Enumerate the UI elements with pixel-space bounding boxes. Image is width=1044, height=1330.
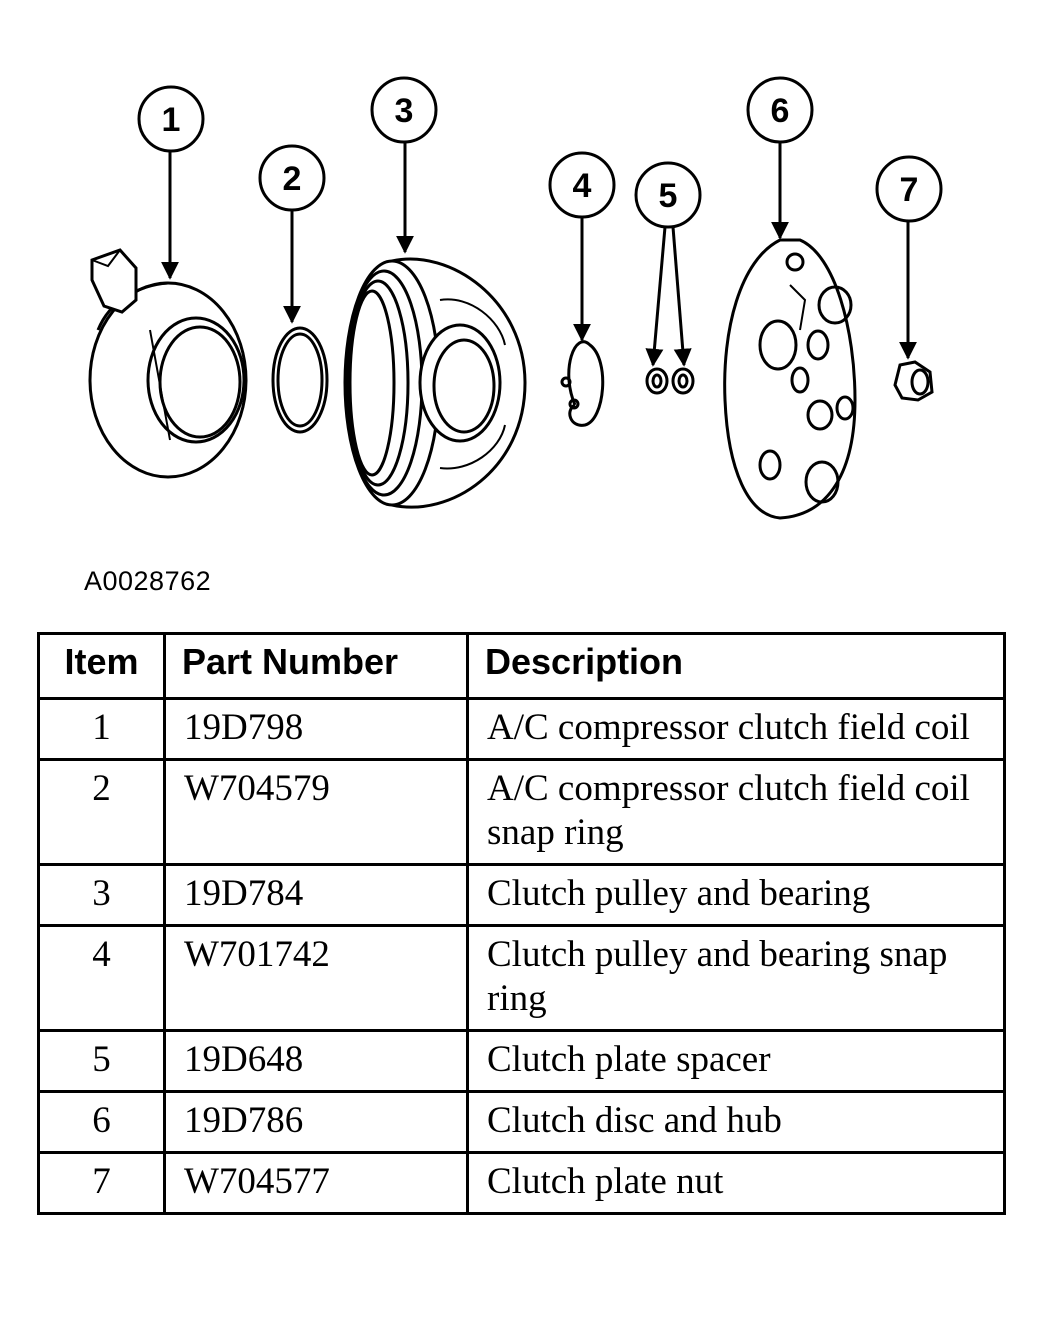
callout-2-label: 2 (283, 160, 302, 198)
table-row: 4 W701742 Clutch pulley and bearing snap… (37, 924, 1006, 1032)
table-row: 2 W704579 A/C compressor clutch field co… (37, 758, 1006, 866)
item-cell: 2 (37, 758, 166, 866)
callout-6-circle (746, 76, 814, 144)
description-cell: A/C compressor clutch field coil (466, 697, 1006, 761)
description-cell: Clutch pulley and bearing snap ring (466, 924, 1006, 1032)
table-row: 7 W704577 Clutch plate nut (37, 1151, 1006, 1215)
part-number-cell: 19D784 (163, 863, 469, 927)
callout-5-arrow-right (671, 226, 692, 367)
clutch-plate-nut-part (893, 360, 934, 402)
description-cell: A/C compressor clutch field coil snap ri… (466, 758, 1006, 866)
pulley-part (343, 257, 527, 509)
callout-5-arrow-left (645, 226, 667, 367)
figure-id: A0028762 (84, 566, 212, 596)
callout-3-label: 3 (395, 92, 414, 130)
part-number-cell: W704577 (163, 1151, 469, 1215)
part-number-cell: W701742 (163, 924, 469, 1032)
item-cell: 1 (37, 697, 166, 761)
table-row: 6 19D786 Clutch disc and hub (37, 1090, 1006, 1154)
exploded-parts-diagram: 1 2 3 4 5 6 7 (88, 76, 943, 520)
callout-7-circle (875, 155, 943, 223)
header-part-number: Part Number (163, 632, 469, 700)
item-cell: 4 (37, 924, 166, 1032)
part-number-cell: W704579 (163, 758, 469, 866)
callout-5-circle (634, 161, 702, 229)
header-item: Item (37, 632, 166, 700)
callout-1-circle (137, 85, 205, 153)
header-description: Description (466, 632, 1006, 700)
callout-6-label: 6 (771, 92, 790, 130)
item-cell: 7 (37, 1151, 166, 1215)
description-cell: Clutch disc and hub (466, 1090, 1006, 1154)
clutch-plate-spacers-part (645, 367, 695, 395)
description-cell: Clutch pulley and bearing (466, 863, 1006, 927)
pulley-snap-ring-part (560, 340, 605, 427)
field-coil-part (88, 248, 248, 479)
table-row: 5 19D648 Clutch plate spacer (37, 1029, 1006, 1093)
callout-4-circle (548, 151, 616, 219)
callout-3-circle (370, 76, 438, 144)
part-number-cell: 19D786 (163, 1090, 469, 1154)
table-header-row: Item Part Number Description (37, 632, 1006, 700)
table-row: 1 19D798 A/C compressor clutch field coi… (37, 697, 1006, 761)
item-cell: 3 (37, 863, 166, 927)
callout-4-label: 4 (573, 167, 592, 205)
item-cell: 5 (37, 1029, 166, 1093)
item-cell: 6 (37, 1090, 166, 1154)
callout-5-label: 5 (659, 177, 678, 215)
part-number-cell: 19D798 (163, 697, 469, 761)
parts-table: Item Part Number Description 1 19D798 A/… (37, 632, 1006, 1215)
table-row: 3 19D784 Clutch pulley and bearing (37, 863, 1006, 927)
part-number-cell: 19D648 (163, 1029, 469, 1093)
description-cell: Clutch plate spacer (466, 1029, 1006, 1093)
field-coil-snap-ring-part (271, 326, 329, 434)
clutch-disc-hub-part (723, 238, 857, 520)
callout-7-label: 7 (900, 171, 919, 209)
callout-1-label: 1 (162, 101, 181, 139)
callout-2-circle (258, 144, 326, 212)
description-cell: Clutch plate nut (466, 1151, 1006, 1215)
